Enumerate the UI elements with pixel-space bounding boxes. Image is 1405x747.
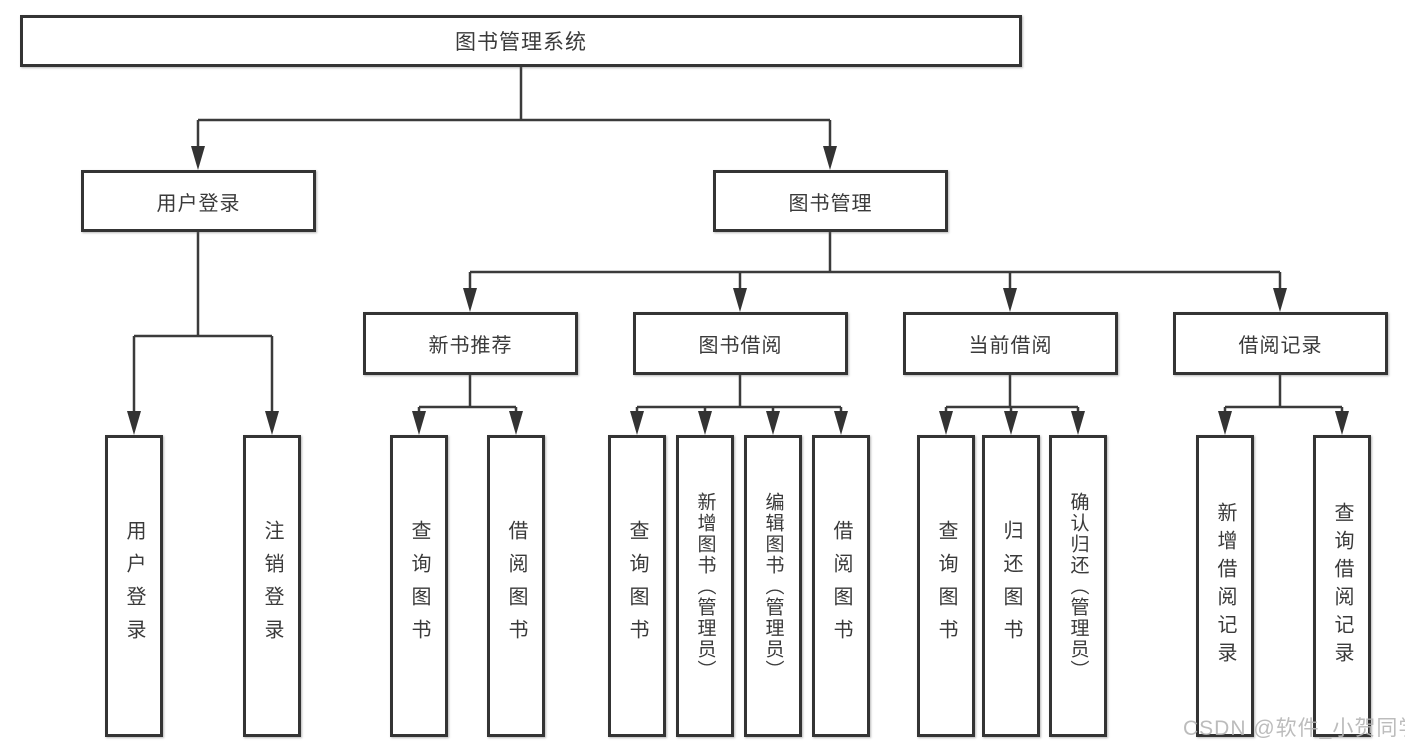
csdn-watermark: CSDN @软件_小贺同学	[1183, 717, 1405, 740]
node-current-borrow: 当前借阅	[903, 312, 1118, 375]
node-book-management: 图书管理	[713, 170, 948, 232]
leaf-query-books-2-label: 查询图书	[626, 520, 648, 652]
leaf-add-book-admin-label: 新增图书（管理员）	[694, 491, 716, 681]
leaf-borrow-books-1: 借阅图书	[487, 435, 545, 737]
node-user-login: 用户登录	[81, 170, 316, 232]
leaf-edit-book-admin-label: 编辑图书（管理员）	[762, 491, 784, 681]
leaf-query-borrow-record: 查询借阅记录	[1313, 435, 1371, 737]
leaf-user-login: 用户登录	[105, 435, 163, 737]
arrowheads	[127, 146, 1349, 435]
leaf-return-book: 归还图书	[982, 435, 1040, 737]
leaf-borrow-books-2-label: 借阅图书	[830, 520, 852, 652]
leaf-user-login-label: 用户登录	[123, 520, 145, 652]
leaf-query-books-3: 查询图书	[917, 435, 975, 737]
leaf-add-book-admin: 新增图书（管理员）	[676, 435, 734, 737]
leaf-query-books-1: 查询图书	[390, 435, 448, 737]
node-book-borrow: 图书借阅	[633, 312, 848, 375]
node-root-system: 图书管理系统	[20, 15, 1022, 67]
leaf-query-books-1-label: 查询图书	[408, 520, 430, 652]
leaf-query-books-3-label: 查询图书	[935, 520, 957, 652]
node-new-book-recommend: 新书推荐	[363, 312, 578, 375]
leaf-add-borrow-record: 新增借阅记录	[1196, 435, 1254, 737]
leaf-add-borrow-record-label: 新增借阅记录	[1214, 502, 1236, 670]
leaf-borrow-books-2: 借阅图书	[812, 435, 870, 737]
node-borrow-records: 借阅记录	[1173, 312, 1388, 375]
leaf-logout: 注销登录	[243, 435, 301, 737]
leaf-return-book-label: 归还图书	[1000, 520, 1022, 652]
leaf-edit-book-admin: 编辑图书（管理员）	[744, 435, 802, 737]
leaf-query-borrow-record-label: 查询借阅记录	[1331, 502, 1353, 670]
leaf-confirm-return-admin: 确认归还（管理员）	[1049, 435, 1107, 737]
leaf-confirm-return-admin-label: 确认归还（管理员）	[1067, 491, 1089, 681]
leaf-borrow-books-1-label: 借阅图书	[505, 520, 527, 652]
leaf-query-books-2: 查询图书	[608, 435, 666, 737]
leaf-logout-label: 注销登录	[261, 520, 283, 652]
